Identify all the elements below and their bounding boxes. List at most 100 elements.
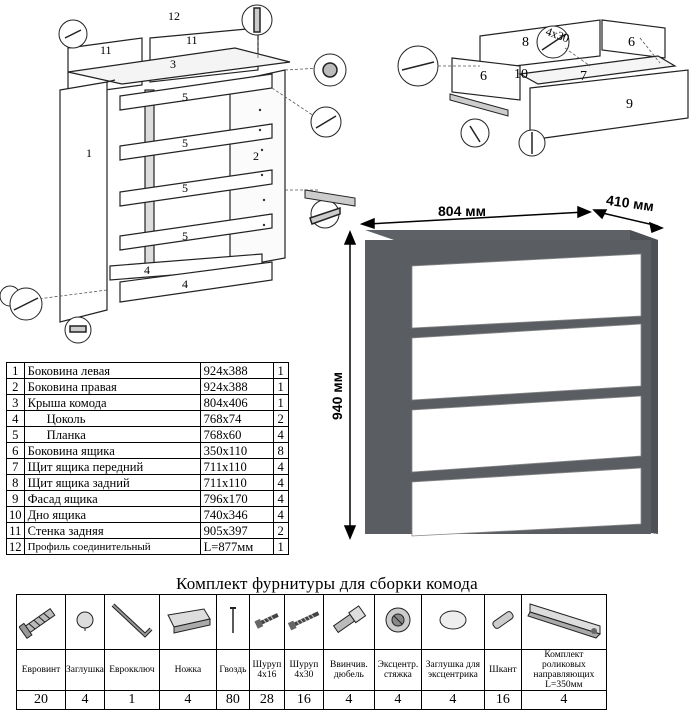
drawer-label-10: 10: [514, 67, 528, 82]
hardware-label: Еврокключ: [103, 649, 160, 691]
hardware-label: Шкант: [483, 649, 522, 691]
parts-name-cell: Планка: [23, 426, 201, 443]
parts-name-cell: Боковина правая: [23, 378, 201, 395]
parts-size-cell: L=877мм: [199, 538, 274, 555]
cam-tie-icon: [373, 594, 422, 650]
parts-num-cell: 6: [6, 442, 25, 459]
drawer-front-1: [411, 253, 642, 329]
parts-size-cell: 796x170: [199, 490, 274, 507]
hardware-label: Ввинчив. дюбель: [322, 649, 375, 691]
label-12: 12: [168, 9, 180, 23]
parts-qty-cell: 4: [272, 458, 289, 475]
euro-screw-icon: [16, 594, 66, 650]
height-dimension: 940 мм: [330, 372, 345, 420]
drawer-label-6-left: 6: [480, 69, 487, 84]
label-5b: 5: [182, 136, 188, 150]
slat-4: [119, 213, 273, 251]
hardware-qty: 4: [520, 690, 607, 710]
right-side-panel: [229, 69, 286, 269]
parts-num-cell: 7: [6, 458, 25, 475]
parts-qty-cell: 2: [272, 522, 289, 539]
parts-qty-cell: 8: [272, 442, 289, 459]
drawer-assembly-drawing: 8 6 6 7 10 9 4x30: [397, 19, 689, 157]
hardware-qty: 4: [322, 690, 375, 710]
hardware-qty: 20: [16, 690, 66, 710]
parts-name-cell: Щит ящика передний: [23, 458, 201, 475]
hardware-qty: 16: [283, 690, 324, 710]
parts-size-cell: 905x397: [199, 522, 274, 539]
hardware-qty: 16: [483, 690, 522, 710]
hardware-label: Эксцентр. стяжка: [373, 649, 422, 691]
runner-icon: [520, 594, 607, 650]
parts-size-cell: 768x60: [199, 426, 274, 443]
hardware-label: Гвоздь: [215, 649, 250, 691]
parts-size-cell: 924x388: [199, 378, 274, 395]
parts-name-cell: Дно ящика: [23, 506, 201, 523]
hardware-qty: 1: [103, 690, 160, 710]
drawer-front-2: [411, 323, 642, 401]
parts-size-cell: 804x406: [199, 394, 274, 411]
parts-name-cell: Боковина левая: [23, 362, 201, 379]
parts-qty-cell: 4: [272, 490, 289, 507]
drawer-runner-drawing: [449, 93, 509, 117]
hardware-label: Шуруп 4х30: [283, 649, 324, 691]
screw-4x30-icon: [283, 594, 324, 650]
exploded-view-drawing: 12 11 11 3 5 5 5 5 1 2 4 4: [0, 4, 356, 344]
dresser-dimension-drawing: 804 мм 410 мм 940 мм: [330, 192, 664, 540]
hardware-qty: 28: [248, 690, 285, 710]
label-5c: 5: [182, 181, 188, 195]
width-arrow: [367, 211, 586, 225]
parts-num-cell: 9: [6, 490, 25, 507]
parts-num-cell: 1: [6, 362, 25, 379]
parts-size-cell: 711x110: [199, 458, 274, 475]
hardware-label: Комплект роликовых направляющих L=350мм: [520, 649, 607, 691]
parts-num-cell: 12: [6, 538, 25, 555]
parts-name-cell: Профиль соединительный: [23, 538, 201, 555]
label-11-left: 11: [100, 43, 112, 57]
parts-name-cell: Крыша комода: [23, 394, 201, 411]
hardware-qty: 4: [373, 690, 422, 710]
parts-num-cell: 3: [6, 394, 25, 411]
leg-icon: [158, 594, 217, 650]
hex-key-icon: [103, 594, 160, 650]
wood-dowel-icon: [483, 594, 522, 650]
parts-num-cell: 2: [6, 378, 25, 395]
parts-size-cell: 350x110: [199, 442, 274, 459]
parts-qty-cell: 1: [272, 538, 289, 555]
parts-qty-cell: 2: [272, 410, 289, 427]
drawer-label-9: 9: [626, 97, 633, 112]
parts-num-cell: 4: [6, 410, 25, 427]
drawer-label-8: 8: [522, 35, 529, 50]
hardware-label: Заглушка: [65, 649, 105, 691]
label-11-right: 11: [186, 33, 198, 47]
drawer-side-left: [451, 57, 521, 101]
label-5a: 5: [182, 90, 188, 104]
parts-size-cell: 924x388: [199, 362, 274, 379]
drawer-label-6-right: 6: [628, 35, 635, 50]
dresser-top: [365, 230, 658, 240]
hardware-qty: 4: [158, 690, 217, 710]
parts-size-cell: 740x346: [199, 506, 274, 523]
top-panel: [67, 47, 291, 85]
parts-num-cell: 10: [6, 506, 25, 523]
hardware-label: Шуруп 4х16: [248, 649, 285, 691]
label-1: 1: [86, 146, 92, 160]
depth-arrow: [597, 211, 659, 227]
label-2: 2: [253, 149, 259, 163]
cap-icon: [65, 594, 105, 650]
hardware-label: Ножка: [158, 649, 217, 691]
parts-name-cell: Цоколь: [23, 410, 201, 427]
runner-drawing: [304, 189, 356, 207]
nail-icon: [215, 594, 250, 650]
width-dimension: 804 мм: [438, 203, 486, 219]
